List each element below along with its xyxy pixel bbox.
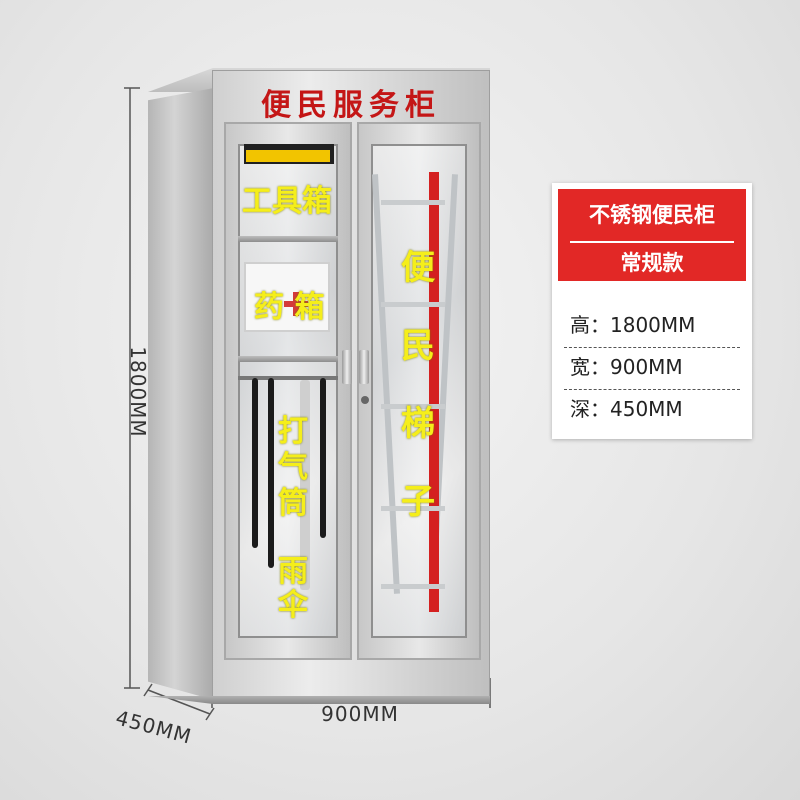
umbrella-icon — [268, 378, 274, 568]
cabinet-side-panel — [148, 88, 214, 700]
product-info-card: 不锈钢便民柜 常规款 高：1800MM 宽：900MM 深：450MM — [552, 183, 752, 439]
ladder-rail — [372, 174, 400, 594]
ladder-label-2: 民 — [401, 326, 435, 366]
card-subtitle: 常规款 — [620, 251, 684, 275]
cabinet-title: 便民服务柜 — [261, 88, 441, 123]
cabinet-header: 便民服务柜 — [212, 70, 490, 123]
left-door-handle[interactable] — [342, 350, 352, 384]
spec-row-height: 高：1800MM — [570, 305, 740, 345]
shelf — [238, 236, 338, 242]
ladder-red-rail — [429, 172, 439, 612]
ladder-label-4: 子 — [401, 482, 435, 522]
pump-label-1: 打 — [278, 414, 308, 449]
ladder-step — [381, 506, 445, 511]
spec-value: 900MM — [610, 355, 683, 379]
spec-separator — [564, 389, 740, 390]
ladder-label-3: 梯 — [401, 404, 435, 444]
lock-icon — [361, 396, 369, 404]
spec-label: 高： — [570, 313, 610, 337]
spec-value: 1800MM — [610, 313, 696, 337]
right-door[interactable]: 便 民 梯 子 — [357, 122, 481, 660]
medicine-box-label: 药 箱 — [254, 290, 325, 325]
umbrella-label-2: 伞 — [278, 588, 308, 623]
right-door-handle[interactable] — [359, 350, 369, 384]
cabinet-base — [148, 696, 490, 704]
spec-label: 宽： — [570, 355, 610, 379]
left-door[interactable]: 工具箱 药 箱 打 气 筒 雨 伞 — [224, 122, 352, 660]
ladder-step — [381, 200, 445, 205]
spec-label: 深： — [570, 397, 610, 421]
umbrella-label-1: 雨 — [278, 554, 308, 589]
toolbox-label: 工具箱 — [242, 184, 332, 219]
card-header: 不锈钢便民柜 常规款 — [558, 189, 746, 281]
pump-label-2: 气 — [278, 450, 308, 485]
ladder-step — [381, 404, 445, 409]
spec-value: 450MM — [610, 397, 683, 421]
spec-row-width: 宽：900MM — [570, 347, 740, 387]
toolbox-lid — [246, 150, 330, 162]
spec-row-depth: 深：450MM — [570, 389, 740, 429]
spec-separator — [564, 347, 740, 348]
height-dimension-label: 1800MM — [126, 346, 150, 438]
ladder-step — [381, 584, 445, 589]
card-divider — [570, 241, 734, 243]
ladder-label-1: 便 — [401, 248, 435, 288]
air-pump-icon — [300, 380, 310, 590]
card-title: 不锈钢便民柜 — [589, 203, 715, 227]
umbrella-icon — [252, 378, 258, 548]
medical-cross-icon — [284, 292, 308, 316]
medical-kit-icon — [244, 262, 330, 332]
shelf — [238, 356, 338, 362]
pump-label-3: 筒 — [278, 486, 308, 521]
left-door-glass — [238, 144, 338, 638]
ladder-step — [381, 302, 445, 307]
width-dimension-label: 900MM — [321, 702, 399, 726]
umbrella-icon — [320, 378, 326, 538]
hanging-rod — [238, 376, 338, 380]
right-door-glass — [371, 144, 467, 638]
